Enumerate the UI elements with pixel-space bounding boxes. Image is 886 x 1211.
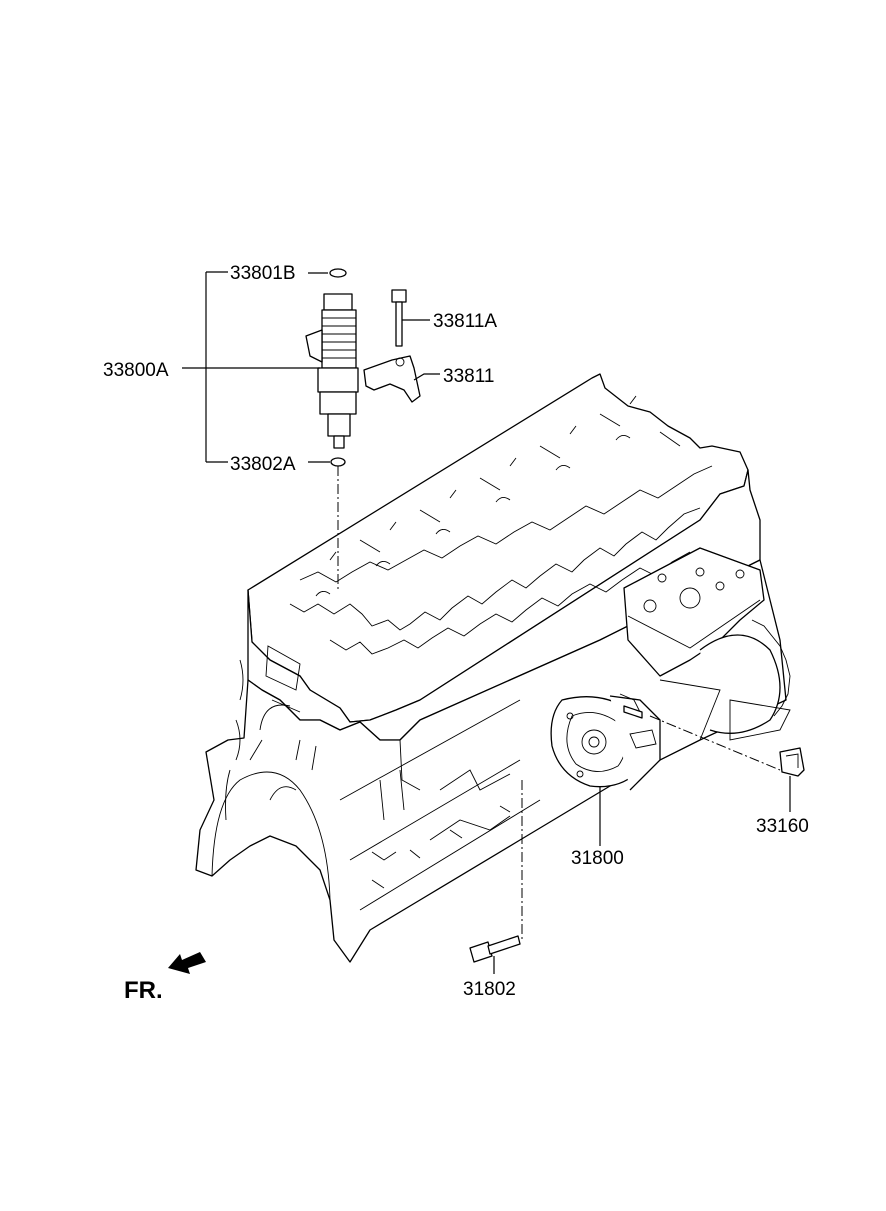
o-ring-33802A[interactable] (330, 457, 346, 467)
clamp-33811[interactable] (363, 355, 421, 403)
front-arrow-icon (168, 952, 206, 974)
label-33811[interactable]: 33811 (443, 366, 494, 387)
label-31802[interactable]: 31802 (463, 979, 516, 1000)
front-label: FR. (124, 977, 163, 1004)
label-31800[interactable]: 31800 (571, 848, 624, 869)
engine-block (195, 373, 791, 963)
label-33160[interactable]: 33160 (756, 816, 809, 837)
leader-lines (182, 271, 791, 974)
bolt-33811A[interactable] (391, 289, 407, 347)
label-33801B[interactable]: 33801B (230, 263, 296, 284)
label-33800A[interactable]: 33800A (103, 360, 169, 381)
injector-33800A[interactable] (305, 293, 359, 449)
front-direction-indicator: FR. (124, 952, 206, 1004)
bracket-33160[interactable] (779, 747, 805, 777)
o-ring-33801B[interactable] (329, 268, 347, 278)
bolt-31802[interactable] (469, 935, 521, 963)
label-33811A[interactable]: 33811A (433, 311, 497, 332)
part-labels: 33801B 33811A 33800A 33811 33802A 33160 … (103, 263, 809, 1000)
label-33802A[interactable]: 33802A (230, 454, 296, 475)
